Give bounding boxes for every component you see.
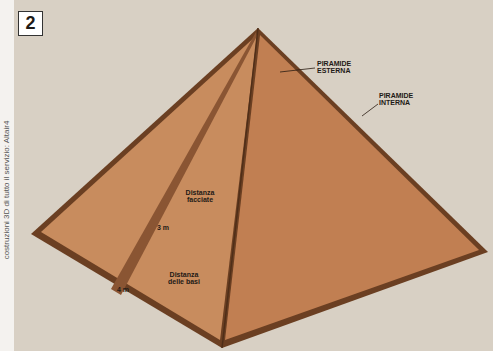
front-edge [222,28,258,348]
figure-number: 2 [25,13,35,34]
inner-pyramid-right-face [225,35,479,340]
background [14,0,493,351]
figure-number-box: 2 [18,11,43,36]
part-name: PIRAMIDE ESTERNA [317,60,361,75]
outer-pyramid-left-face [31,28,258,348]
leader-line [280,68,315,72]
leader-line [362,104,378,116]
dimension-name: Distanza delle basi [163,271,205,286]
dimension-name: Distanza facciate [180,189,220,204]
dimension: 3 m [157,224,169,231]
dimension: 4 m [117,286,129,293]
section-strip [111,32,257,295]
part-name: PIRAMIDE INTERNA [379,92,423,107]
photo-credit: costruzioni 3D di tutto il servizio: Alt… [3,121,11,260]
outer-pyramid-right-face [222,28,488,348]
inner-pyramid-left-face [41,35,257,340]
